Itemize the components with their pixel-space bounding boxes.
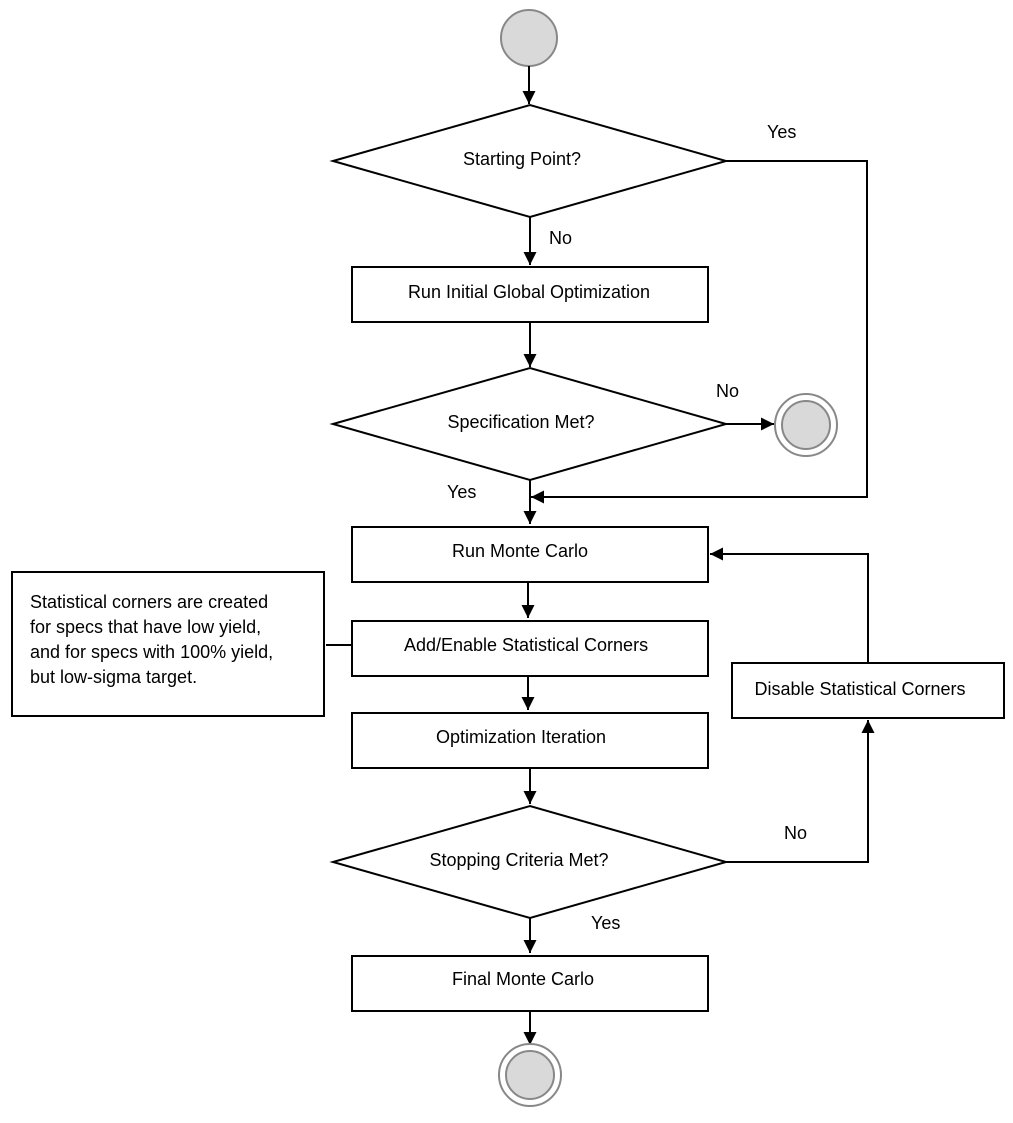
process-run-initial-optimization-label: Run Initial Global Optimization: [408, 282, 650, 302]
process-disable-corners: Disable Statistical Corners: [731, 662, 1005, 719]
decision-spec-met: Specification Met?: [329, 366, 730, 482]
edge-label-spec-yes: Yes: [447, 482, 476, 502]
edge-label-starting-yes: Yes: [767, 122, 796, 142]
process-run-monte-carlo: Run Monte Carlo: [351, 526, 709, 583]
decision-stopping-criteria-label: Stopping Criteria Met?: [429, 850, 608, 870]
end-node-final: [498, 1043, 562, 1107]
edge-label-starting-no: No: [549, 228, 572, 248]
annotation-note-line: and for specs with 100% yield,: [30, 642, 274, 662]
process-disable-corners-label: Disable Statistical Corners: [754, 679, 965, 699]
process-run-monte-carlo-label: Run Monte Carlo: [452, 541, 588, 561]
process-optimization-iteration-label: Optimization Iteration: [436, 727, 606, 747]
process-optimization-iteration: Optimization Iteration: [351, 712, 709, 769]
edge-label-spec-no: No: [716, 381, 739, 401]
end-node-spec-failure: [774, 393, 838, 457]
edge-stopping-no: [726, 720, 875, 863]
edge-disable-to-mc: [710, 547, 869, 662]
decision-stopping-criteria: Stopping Criteria Met?: [329, 804, 730, 920]
edge-label-stopping-yes: Yes: [591, 913, 620, 933]
decision-starting-point-label: Starting Point?: [463, 149, 581, 169]
start-node: [500, 9, 558, 67]
process-run-initial-optimization: Run Initial Global Optimization: [351, 266, 709, 323]
process-final-monte-carlo: Final Monte Carlo: [351, 955, 709, 1012]
connectors: [326, 66, 875, 1045]
process-add-enable-corners-label: Add/Enable Statistical Corners: [404, 635, 648, 655]
edge-starting-yes: [531, 160, 868, 504]
annotation-note: Statistical corners are created for spec…: [11, 571, 325, 717]
annotation-note-line: Statistical corners are created: [30, 592, 269, 612]
annotation-note-line: but low-sigma target.: [30, 667, 198, 687]
decision-starting-point: Starting Point?: [329, 103, 730, 219]
process-add-enable-corners: Add/Enable Statistical Corners: [351, 620, 709, 677]
decision-spec-met-label: Specification Met?: [447, 412, 594, 432]
edge-label-stopping-no: No: [784, 823, 807, 843]
process-final-monte-carlo-label: Final Monte Carlo: [452, 969, 594, 989]
annotation-note-line: for specs that have low yield,: [30, 617, 262, 637]
